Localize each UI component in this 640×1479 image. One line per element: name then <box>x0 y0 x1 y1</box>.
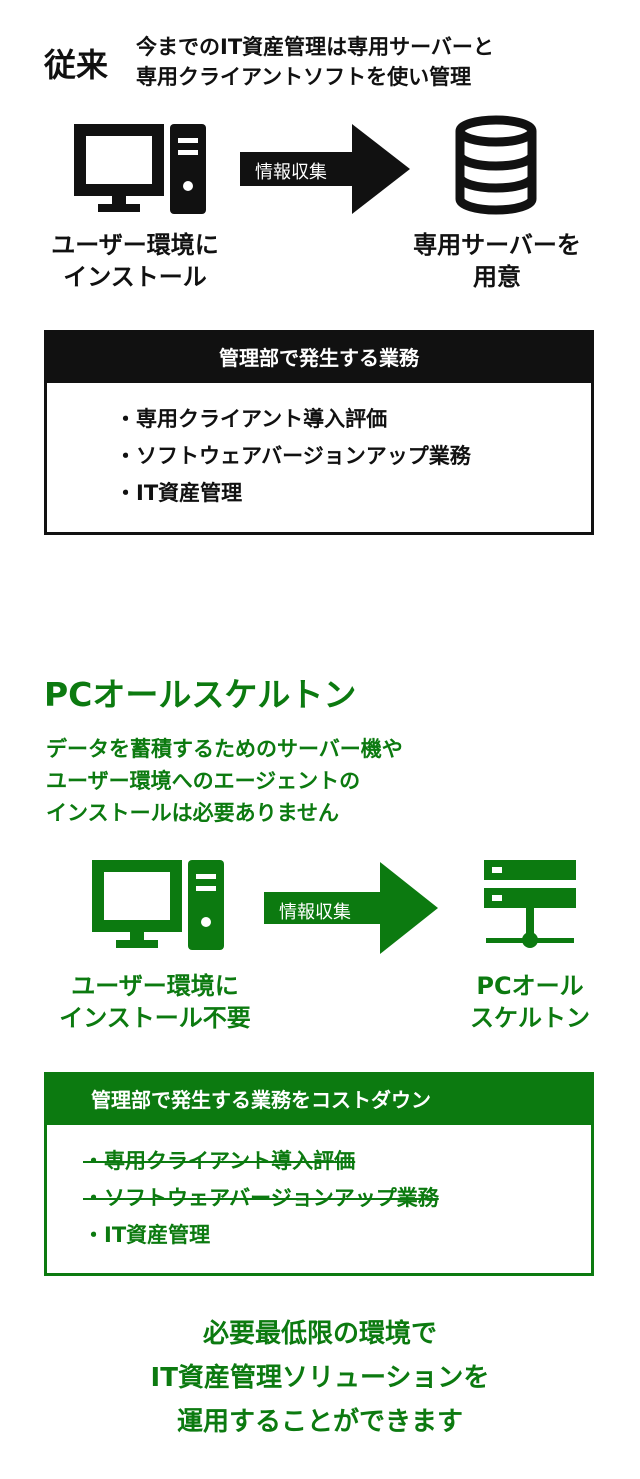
legacy-task-item: ・専用クライアント導入評価 <box>115 407 388 431</box>
product-right-caption-line-1: PCオール <box>476 972 584 1000</box>
product-title: PCオールスケルトン <box>44 675 357 714</box>
legacy-left-caption-line-2: インストール <box>63 263 207 291</box>
legacy-label: 従来 <box>44 46 109 84</box>
database-icon <box>455 115 537 215</box>
legacy-tasks-list: ・専用クライアント導入評価 ・ソフトウェアバージョンアップ業務 ・IT資産管理 <box>115 401 591 512</box>
legacy-description-line-2: 専用クライアントソフトを使い管理 <box>136 65 472 89</box>
footer-line-3: 運用することができます <box>176 1407 463 1437</box>
arrow-right-icon <box>264 862 438 954</box>
product-left-caption-line-1: ユーザー環境に <box>71 972 239 1000</box>
product-tasks-list: ・専用クライアント導入評価 ・ソフトウェアバージョンアップ業務 ・IT資産管理 <box>83 1143 591 1254</box>
legacy-left-caption: ユーザー環境に インストール <box>20 229 250 293</box>
arrow-right-icon <box>240 124 410 214</box>
product-task-item-struck: ・専用クライアント導入評価 <box>83 1149 356 1173</box>
legacy-description-line-1: 今までのIT資産管理は専用サーバーと <box>136 35 494 59</box>
product-description-line-3: インストールは必要ありません <box>46 801 339 825</box>
desktop-pc-icon <box>74 124 206 214</box>
legacy-right-caption-line-2: 用意 <box>473 263 521 291</box>
product-tasks-box: 管理部で発生する業務をコストダウン ・専用クライアント導入評価 ・ソフトウェアバ… <box>44 1072 594 1276</box>
legacy-task-item: ・ソフトウェアバージョンアップ業務 <box>115 444 471 468</box>
arrow-label: 情報収集 <box>279 902 351 923</box>
legacy-left-caption-line-1: ユーザー環境に <box>51 231 219 259</box>
product-right-caption: PCオール スケルトン <box>440 970 620 1034</box>
footer-message: 必要最低限の環境で IT資産管理ソリューションを 運用することができます <box>0 1312 640 1444</box>
product-left-caption: ユーザー環境に インストール不要 <box>30 970 280 1034</box>
legacy-task-item: ・IT資産管理 <box>115 481 243 505</box>
product-tasks-title: 管理部で発生する業務をコストダウン <box>47 1075 591 1125</box>
legacy-right-caption: 専用サーバーを 用意 <box>390 229 604 293</box>
product-right-caption-line-2: スケルトン <box>470 1004 590 1032</box>
product-description: データを蓄積するためのサーバー機や ユーザー環境へのエージェントの インストール… <box>46 733 403 829</box>
product-description-line-2: ユーザー環境へのエージェントの <box>46 769 361 793</box>
legacy-tasks-box: 管理部で発生する業務 ・専用クライアント導入評価 ・ソフトウェアバージョンアップ… <box>44 330 594 535</box>
product-task-item-struck: ・ソフトウェアバージョンアップ業務 <box>83 1186 439 1210</box>
product-description-line-1: データを蓄積するためのサーバー機や <box>46 737 403 761</box>
product-left-caption-line-2: インストール不要 <box>59 1004 251 1032</box>
desktop-pc-icon <box>92 860 224 950</box>
legacy-tasks-title: 管理部で発生する業務 <box>47 333 591 383</box>
legacy-description: 今までのIT資産管理は専用サーバーと 専用クライアントソフトを使い管理 <box>136 32 494 92</box>
product-task-item: ・IT資産管理 <box>83 1223 211 1247</box>
legacy-right-caption-line-1: 専用サーバーを <box>413 231 581 259</box>
arrow-label: 情報収集 <box>255 162 327 183</box>
footer-line-1: 必要最低限の環境で <box>202 1319 437 1349</box>
footer-line-2: IT資産管理ソリューションを <box>150 1363 490 1393</box>
server-network-icon <box>484 860 576 948</box>
